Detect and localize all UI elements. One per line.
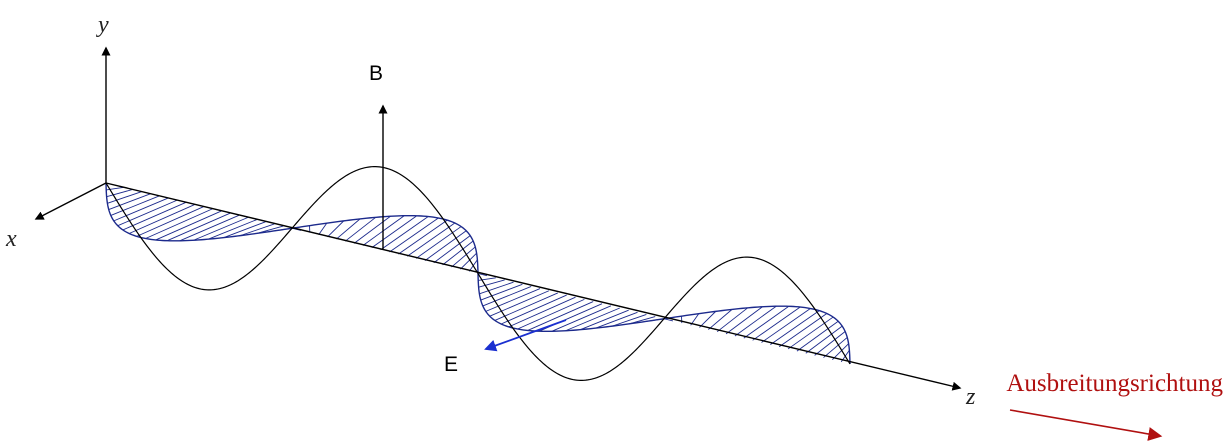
magnetic-field-wave xyxy=(105,166,851,381)
z-axis-label: z xyxy=(965,384,976,410)
z-axis xyxy=(105,182,962,391)
x-axis-label: x xyxy=(5,226,17,252)
magnetic-field-curve xyxy=(105,166,851,381)
electric-field-vector xyxy=(484,319,567,352)
propagation-direction-label: Ausbreitungsrichtung xyxy=(1006,370,1223,397)
x-axis xyxy=(34,182,107,220)
magnetic-field-label: B xyxy=(369,62,383,85)
propagation-arrow xyxy=(1009,409,1163,441)
y-axis-label: y xyxy=(96,12,109,38)
electric-field-hatching xyxy=(106,186,851,365)
electric-field-label: E xyxy=(444,353,458,376)
